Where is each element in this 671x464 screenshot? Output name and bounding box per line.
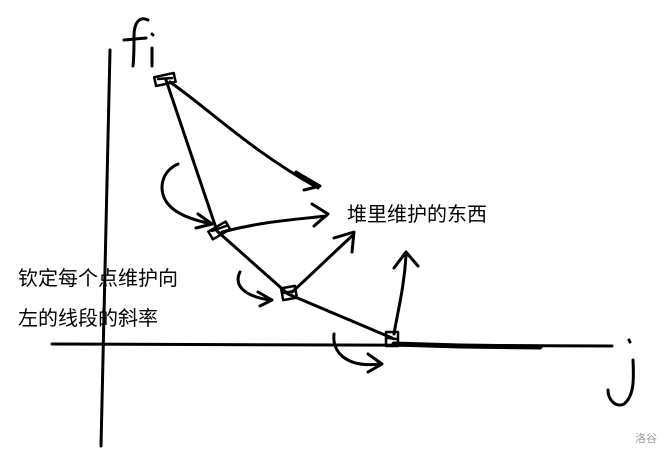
curved-arrow [332, 332, 384, 374]
curved-arrow [236, 270, 274, 308]
arrow-to-heap [220, 202, 330, 234]
x-axis-label [606, 338, 635, 407]
hull-point [207, 220, 232, 241]
arrow-up [392, 250, 420, 336]
hull-point [384, 330, 400, 348]
arrow-to-heap [290, 230, 356, 294]
y-axis [99, 48, 112, 448]
curved-arrow [160, 162, 214, 230]
x-axis-thick-segment [391, 341, 543, 350]
slope-note-line: 左的线段的斜率 [18, 306, 158, 330]
hull-point [152, 71, 177, 88]
watermark: 洛谷 [635, 432, 657, 445]
slope-note-line: 钦定每个点维护向 [18, 266, 178, 290]
convex-hull-line [164, 78, 394, 340]
heap-label: 堆里维护的东西 [347, 202, 487, 226]
slope-note: 钦定每个点维护向 左的线段的斜率 [18, 258, 178, 338]
arrow-to-heap [168, 80, 322, 192]
y-axis-label [122, 17, 155, 68]
